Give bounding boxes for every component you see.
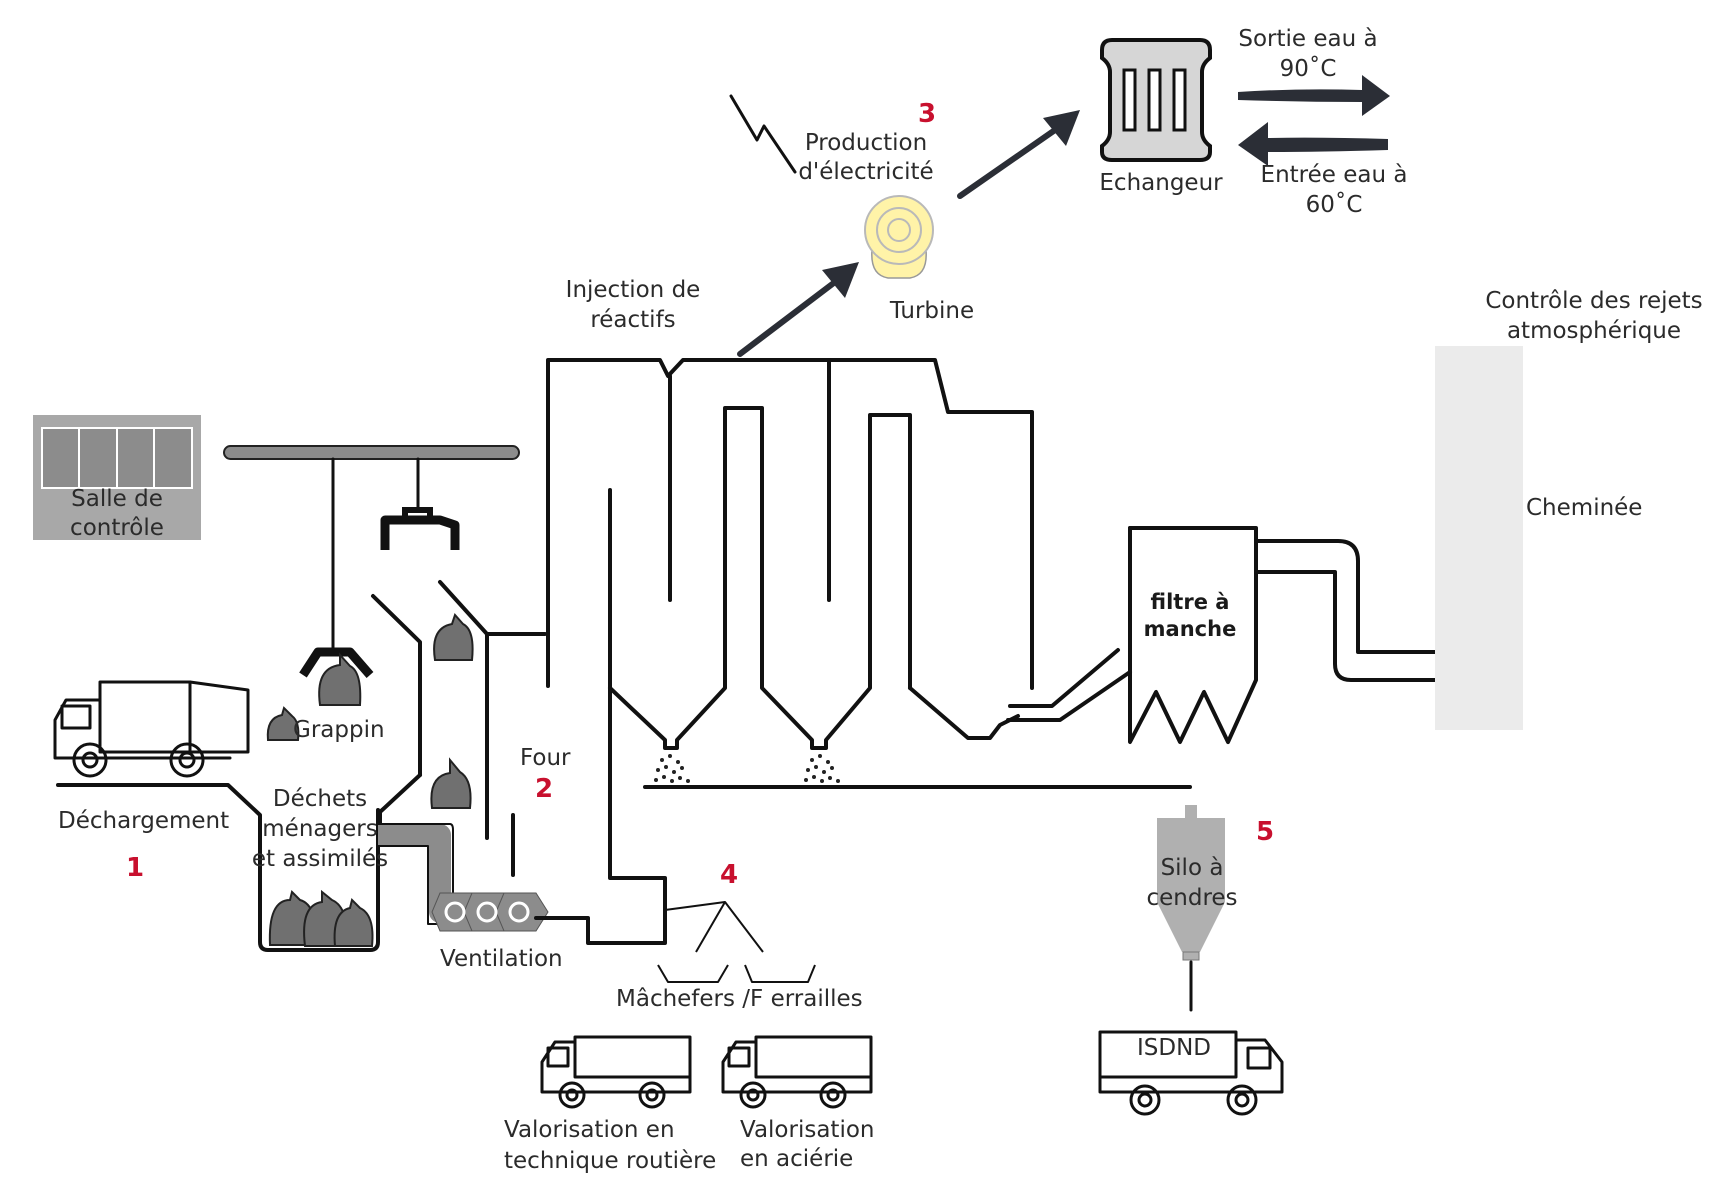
open-grab-icon xyxy=(380,507,460,550)
step-1-number: 1 xyxy=(126,853,144,883)
step-5-number: 5 xyxy=(1256,817,1274,847)
garbage-truck-icon xyxy=(53,680,250,778)
chimney xyxy=(1435,346,1523,730)
steel-recovery-label-2: en aciérie xyxy=(740,1146,853,1172)
road-truck-icon xyxy=(540,1035,692,1109)
unloading-label: Déchargement xyxy=(58,808,229,834)
isdnd-label: ISDND xyxy=(1137,1035,1211,1061)
bag-filter-label-1: filtre à xyxy=(1151,590,1230,614)
reagent-injection-label-1: Injection de xyxy=(566,277,701,303)
steam-to-turbine-arrow xyxy=(737,262,859,357)
bag-filter xyxy=(1128,526,1437,744)
bottom-ash-scrap-label: Mâchefers /F errailles xyxy=(616,986,863,1012)
grab-icon xyxy=(299,647,374,706)
water-out-label-2: 90˚C xyxy=(1280,55,1337,82)
steel-recovery-label-1: Valorisation xyxy=(740,1117,875,1143)
water-in-label-1: Entrée eau à xyxy=(1261,162,1408,188)
step-3-number: 3 xyxy=(918,99,936,129)
ash-particles-right xyxy=(804,754,840,783)
bag-filter-label-2: manche xyxy=(1144,617,1237,641)
turbine-icon xyxy=(864,195,934,279)
electricity-production-label-1: Production xyxy=(805,130,927,156)
water-in-arrow xyxy=(1238,122,1388,166)
household-waste-label-3: et assimilés xyxy=(252,846,388,872)
ash-particles-left xyxy=(654,754,690,783)
grab-label: Grappin xyxy=(293,717,385,743)
bottom-ash-separator xyxy=(657,901,816,983)
waste-bunker xyxy=(56,783,380,952)
ventilation-fans-icon xyxy=(431,892,549,932)
ventilation-label: Ventilation xyxy=(440,946,563,972)
emission-control-label-2: atmosphérique xyxy=(1507,318,1681,344)
heat-exchanger-icon xyxy=(1100,38,1212,162)
step-4-number: 4 xyxy=(720,860,738,890)
ash-silo-icon xyxy=(1157,805,1225,1012)
lightning-bolt-icon xyxy=(729,94,797,174)
road-recovery-label-2: technique routière xyxy=(504,1148,716,1174)
chimney-label: Cheminée xyxy=(1526,495,1642,521)
road-recovery-label-1: Valorisation en xyxy=(504,1117,675,1143)
household-waste-label-2: ménagers xyxy=(262,816,377,842)
isdnd-truck-icon xyxy=(1098,1030,1284,1116)
exchanger-label: Echangeur xyxy=(1099,170,1223,196)
water-out-label-1: Sortie eau à xyxy=(1238,26,1377,52)
flue-gas-duct xyxy=(1006,648,1132,722)
turbine-label: Turbine xyxy=(889,298,974,324)
turbine-to-exchanger-arrow xyxy=(957,110,1080,199)
waste-bags-icon xyxy=(268,889,374,947)
emission-control-label-1: Contrôle des rejets xyxy=(1485,288,1702,314)
ash-silo-label-1: Silo à xyxy=(1161,855,1224,881)
reagent-injection-label-2: réactifs xyxy=(590,307,675,333)
control-room: Salle de contrôle xyxy=(33,415,201,541)
step-2-number: 2 xyxy=(535,774,553,804)
control-room-label-1: Salle de xyxy=(71,486,163,512)
water-in-label-2: 60˚C xyxy=(1306,191,1363,218)
ash-silo-label-2: cendres xyxy=(1146,885,1237,911)
crane-rail xyxy=(223,445,520,652)
household-waste-label-1: Déchets xyxy=(273,786,367,812)
control-room-label-2: contrôle xyxy=(70,515,164,541)
furnace-label: Four xyxy=(520,745,571,771)
small-bag-icon xyxy=(266,706,300,741)
water-out-arrow xyxy=(1238,75,1390,116)
furnace-boiler xyxy=(546,358,1192,789)
electricity-production-label-2: d'électricité xyxy=(798,159,933,185)
steel-truck-icon xyxy=(721,1035,873,1109)
